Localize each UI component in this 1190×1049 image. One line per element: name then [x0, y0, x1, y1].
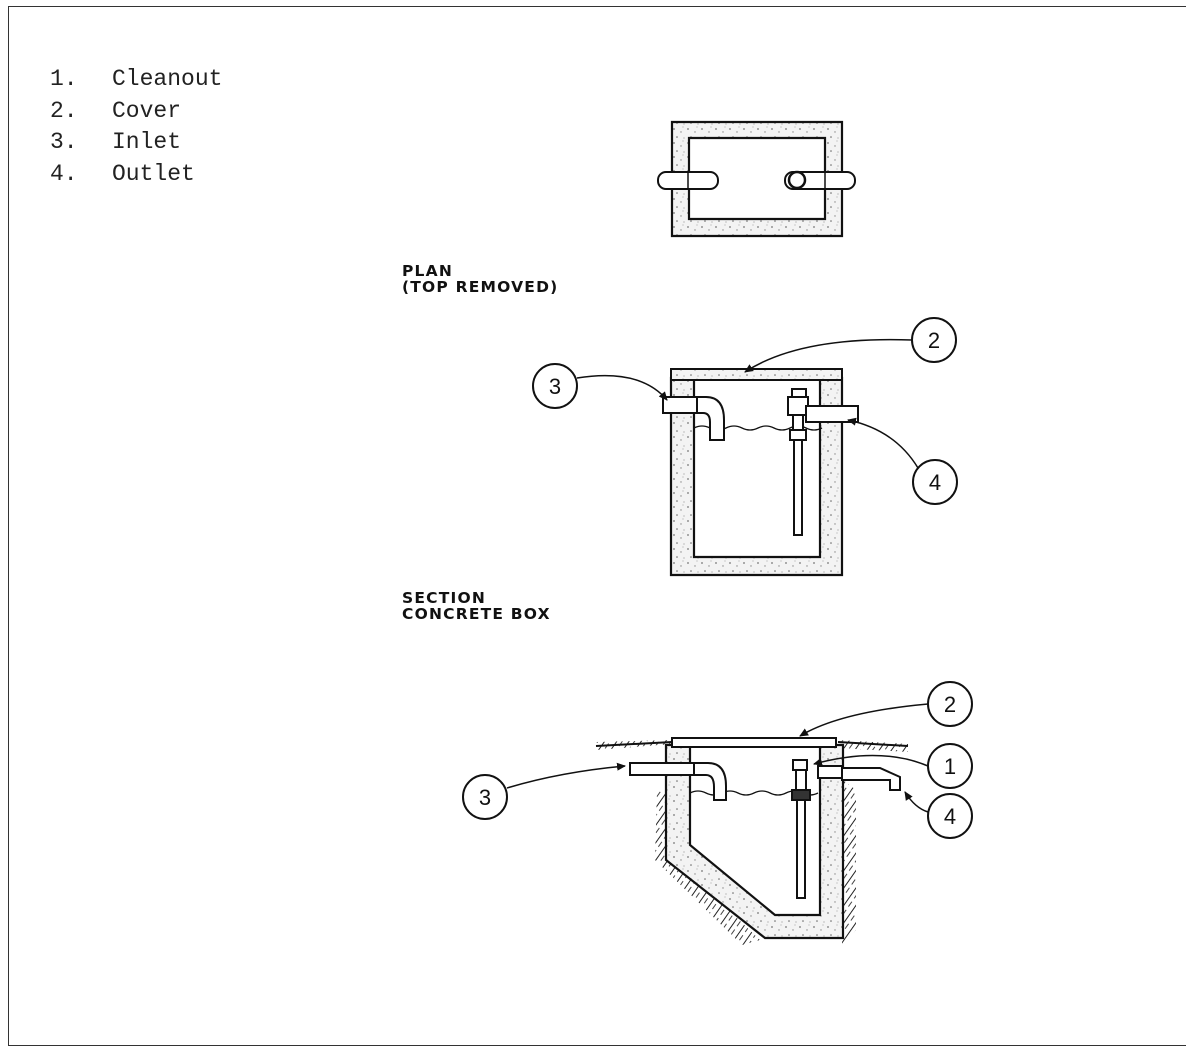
detail-cover [671, 737, 837, 748]
section-caption-line1: SECTION [402, 589, 487, 607]
section-cleanout-pipe [787, 388, 809, 536]
legend-item-cleanout: 1. Cleanout [50, 64, 222, 96]
detail-callout-cover: 2 [799, 681, 973, 737]
legend-number: 1. [50, 66, 78, 92]
legend-item-inlet: 3. Inlet [50, 127, 222, 159]
section-callout-outlet: 4 [847, 417, 958, 505]
plan-caption: PLAN (TOP REMOVED) [402, 263, 558, 295]
legend-label: Outlet [112, 160, 195, 187]
plan-caption-line2: (TOP REMOVED) [402, 278, 559, 296]
plan-view [657, 120, 856, 238]
legend-item-outlet: 4. Outlet [50, 159, 222, 191]
section-view [662, 368, 859, 577]
detail-outlet-pipe [817, 765, 901, 791]
section-caption: SECTION CONCRETE BOX [402, 590, 551, 622]
legend-item-cover: 2. Cover [50, 96, 222, 128]
detail-callout-outlet: 4 [904, 791, 973, 839]
detail-cleanout-pipe [791, 759, 811, 899]
section-caption-line2: CONCRETE BOX [402, 605, 551, 623]
detail-callout-cleanout: 1 [813, 743, 973, 789]
legend-number: 4. [50, 160, 78, 187]
callout-number: 3 [549, 374, 561, 399]
legend-label: Inlet [112, 129, 182, 155]
detail-section-view [595, 737, 909, 946]
section-inlet-pipe [662, 396, 725, 441]
section-callout-inlet: 3 [532, 363, 668, 409]
section-cover [670, 368, 843, 381]
legend-number: 2. [50, 97, 78, 124]
callout-number: 2 [944, 692, 956, 717]
legend: 1. Cleanout 2. Cover 3. Inlet 4. Outlet [50, 64, 222, 190]
plan-box-walls [670, 120, 844, 238]
callout-number: 2 [928, 328, 940, 353]
plan-outlet-pipe [784, 170, 856, 190]
detail-callout-inlet: 3 [462, 762, 626, 820]
plan-caption-line1: PLAN [402, 262, 454, 280]
legend-number: 3. [50, 129, 78, 155]
section-callout-cover: 2 [744, 317, 957, 373]
callout-number: 4 [929, 470, 941, 495]
detail-soil-side-right [842, 780, 856, 946]
callout-number: 1 [944, 754, 956, 779]
plan-inlet-pipe [657, 171, 719, 190]
callout-number: 3 [479, 785, 491, 810]
legend-label: Cover [112, 97, 182, 124]
callout-number: 4 [944, 804, 956, 829]
drawing-frame [8, 6, 1186, 1046]
legend-label: Cleanout [112, 66, 223, 92]
section-outlet-pipe [805, 405, 859, 423]
detail-inlet-pipe [629, 762, 727, 801]
